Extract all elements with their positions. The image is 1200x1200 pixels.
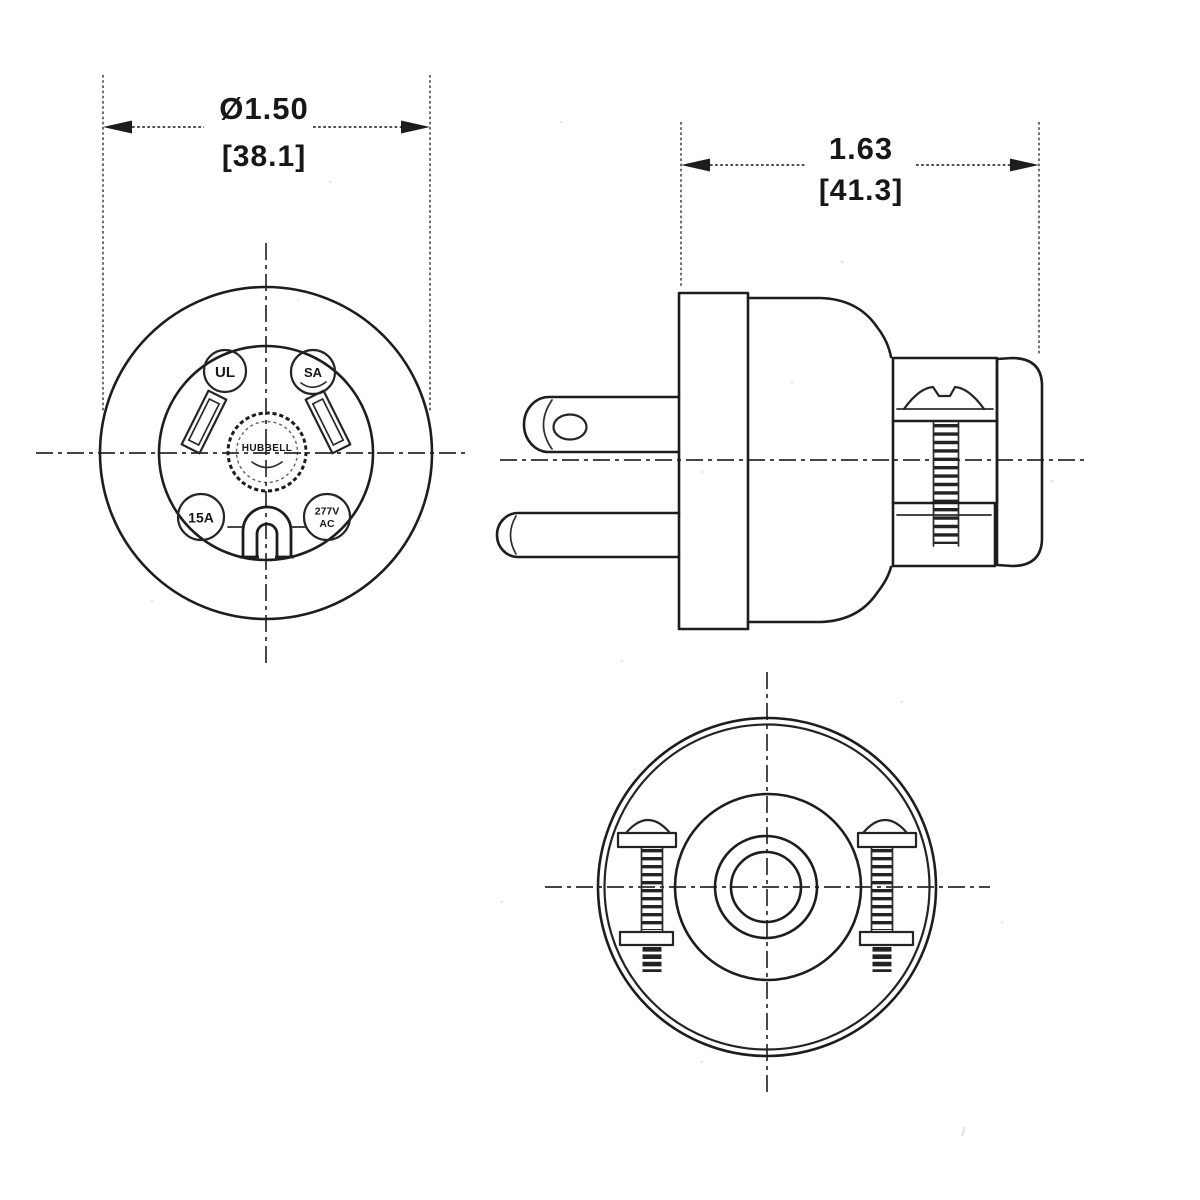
screw-head-dome-right (861, 818, 909, 835)
terminal-screw-bottom (891, 501, 997, 568)
cord-hole-inner (729, 850, 803, 924)
blade-slot-right (304, 389, 352, 455)
rear-outer-rim-inner-line (603, 723, 931, 1051)
ul-listing-mark: UL (202, 348, 248, 394)
side-view: 1.63 [41.3] (495, 122, 1086, 631)
arrow-right-icon (1010, 158, 1039, 172)
side-dimension-mm: [41.3] (819, 174, 903, 207)
front-outer-body-circle (98, 285, 434, 621)
body-bottom-profile (746, 565, 893, 624)
side-length-dimension: 1.63 [41.3] (680, 122, 1040, 356)
terminal-plate-top (891, 356, 999, 423)
cord-hole-outer (713, 834, 819, 940)
medallion-knurled-edge (226, 411, 308, 493)
rear-body-circle (673, 792, 863, 982)
clamp-screw-right (856, 818, 918, 972)
blade-left-outer (180, 389, 228, 455)
voltage-text-line1: 277V (315, 506, 340, 518)
rear-cap (995, 356, 1044, 568)
front-dimension-inches: Ø1.50 (219, 91, 308, 126)
ul-mark-text: UL (215, 364, 235, 381)
power-blade-outline (522, 395, 681, 454)
ul-mark-circle (202, 348, 248, 394)
blade-hole (552, 413, 588, 441)
amperage-text: 15A (188, 510, 214, 526)
scan-noise (150, 120, 1054, 1137)
blade-right-inner (311, 397, 345, 447)
rear-outer-rim (596, 716, 938, 1058)
voltage-circle (302, 492, 352, 542)
front-view: Ø1.50 [38.1] UL SA (36, 75, 468, 667)
clamp-bar-top-left (616, 831, 678, 849)
arrow-left-icon (103, 120, 132, 134)
ground-pin-front (227, 505, 307, 559)
blade-left-inner (187, 397, 221, 447)
body-top-profile (746, 296, 893, 359)
brand-text: HUBBELL (242, 443, 293, 454)
ground-pin-outline (495, 511, 681, 559)
arrow-left-icon (681, 158, 710, 172)
csa-mark-text: SA (304, 365, 323, 380)
brand-medallion: HUBBELL (226, 411, 308, 493)
power-blade-tip-facet (542, 399, 553, 450)
clamp-screw-left (616, 818, 678, 972)
medallion-smile-line (251, 461, 283, 469)
voltage-mark: 277V AC (302, 492, 352, 542)
face-plate (677, 291, 750, 631)
terminal-screw-top (891, 356, 999, 423)
screw-head-dome-left (624, 818, 672, 835)
ground-pin-outer (241, 505, 293, 557)
blade-slot-left (180, 389, 228, 455)
front-diameter-dimension: Ø1.50 [38.1] (102, 75, 431, 412)
front-dimension-mm: [38.1] (222, 140, 306, 173)
amperage-circle (176, 492, 226, 542)
clamp-bar-bottom-right (858, 930, 915, 947)
ground-pin-tip-facet (509, 515, 517, 555)
rear-view (545, 672, 990, 1092)
clamp-screw-side (932, 420, 960, 547)
medallion-inner-ring (235, 420, 299, 484)
power-blade-side (522, 395, 681, 454)
front-face-circle (157, 344, 375, 562)
csa-certification-mark: SA (289, 348, 337, 396)
csa-mark-flourish (300, 381, 327, 389)
scan-speck (961, 1126, 966, 1137)
clamp-bar-top-right (856, 831, 918, 849)
side-dimension-inches: 1.63 (829, 131, 893, 166)
screw-head-slot-profile (902, 385, 986, 411)
blade-right-outer (304, 389, 352, 455)
csa-mark-circle (289, 348, 337, 396)
arrow-right-icon (401, 120, 430, 134)
ground-pin-side (495, 511, 681, 559)
clamp-bar-bottom-left (618, 930, 675, 947)
terminal-plate-bottom (891, 501, 997, 568)
ground-pin-inner (255, 522, 279, 557)
voltage-text-line2: AC (319, 518, 335, 530)
amperage-mark: 15A (176, 492, 226, 542)
